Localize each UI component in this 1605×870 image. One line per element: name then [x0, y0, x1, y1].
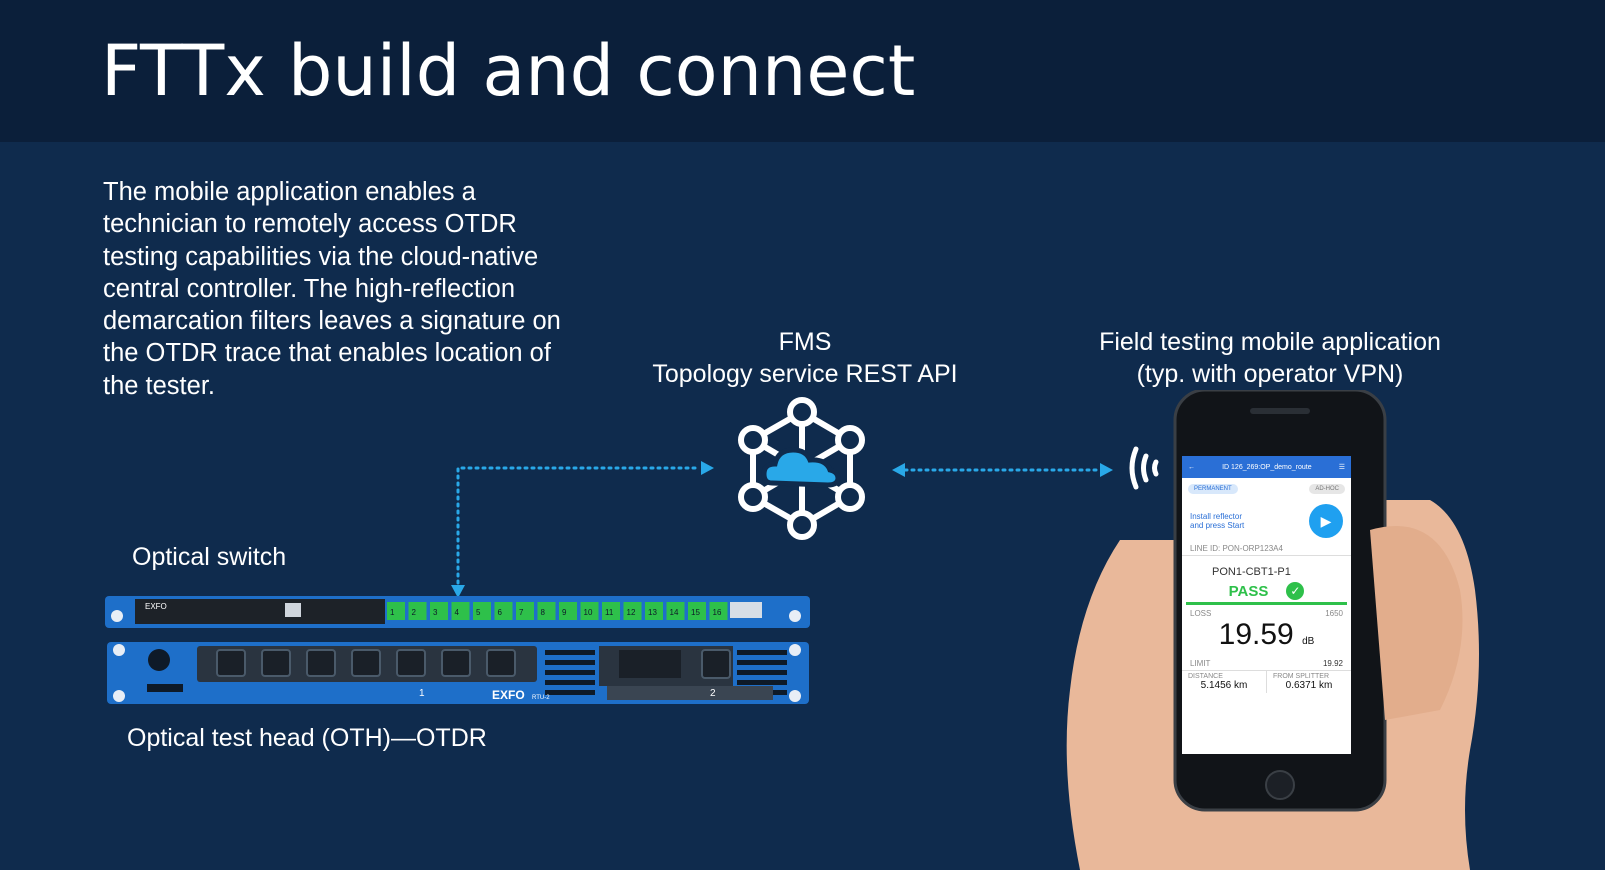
switch-port	[645, 602, 663, 620]
switch-port	[473, 602, 491, 620]
switch-port-label: 9	[562, 608, 567, 617]
instruction-line1: Install reflector	[1190, 512, 1243, 521]
switch-port	[430, 602, 448, 620]
switch-port	[494, 602, 513, 620]
start-play-button[interactable]: ▶	[1309, 504, 1343, 538]
distance-value: 5.1456 km	[1200, 680, 1248, 691]
wireless-signal-icon	[1129, 446, 1159, 490]
description-text: The mobile application enables a technic…	[103, 178, 561, 400]
header-bar	[0, 0, 1605, 142]
phone-screen: ← ID 126_269:OP_demo_route ☰ PERMANENT A…	[1182, 456, 1351, 754]
oth-brand: EXFO	[492, 688, 525, 702]
switch-port	[602, 602, 620, 620]
switch-port	[516, 602, 534, 620]
result-row: PASS ✓	[1186, 580, 1347, 605]
fms-label-line1: FMS	[778, 328, 832, 356]
arrow-right-icon	[701, 461, 714, 475]
instruction-text: Install reflector and press Start	[1190, 512, 1244, 530]
switch-port-label: 6	[498, 608, 503, 617]
switch-port-label: 7	[519, 608, 524, 617]
menu-icon[interactable]: ☰	[1338, 464, 1345, 471]
loss-value-display: 19.59 dB	[1182, 618, 1351, 659]
switch-port-label: 13	[648, 608, 657, 617]
switch-port-label: 8	[541, 608, 546, 617]
oth-slot-1: 1	[419, 688, 425, 699]
instruction-line2: and press Start	[1190, 521, 1245, 530]
switch-brand: EXFO	[145, 602, 167, 611]
loss-right-value: 1650	[1325, 609, 1343, 618]
page-title: FTTx build and connect	[101, 30, 916, 112]
loss-value: 19.59	[1218, 618, 1294, 651]
switch-port	[623, 602, 642, 620]
cloud-network-icon	[738, 397, 865, 540]
switch-port-label: 3	[433, 608, 438, 617]
arrow-left-icon	[892, 463, 905, 477]
loss-unit: dB	[1302, 636, 1315, 647]
limit-label: LIMIT	[1190, 659, 1211, 668]
switch-port	[666, 602, 685, 620]
switch-port	[408, 602, 427, 620]
switch-port-label: 5	[476, 608, 481, 617]
field-label-line1: Field testing mobile application	[1099, 328, 1441, 356]
oth-slot-2: 2	[710, 688, 716, 699]
switch-port	[537, 602, 556, 620]
fms-label: FMS Topology service REST API	[620, 326, 990, 390]
back-arrow-icon[interactable]: ←	[1188, 463, 1195, 471]
optical-switch-label: Optical switch	[132, 543, 287, 571]
from-splitter-value: 0.6371 km	[1285, 680, 1333, 691]
switch-to-fms-connector	[456, 466, 702, 592]
switch-port-label: 16	[713, 608, 722, 617]
switch-port-label: 11	[605, 608, 614, 617]
check-icon: ✓	[1286, 582, 1305, 600]
switch-port	[451, 602, 470, 620]
switch-port	[559, 602, 577, 620]
pon-name: PON1-CBT1-P1	[1212, 566, 1291, 578]
field-app-label: Field testing mobile application (typ. w…	[1060, 326, 1480, 390]
phone-home-button[interactable]	[1265, 770, 1295, 800]
distance-label: DISTANCE	[1188, 673, 1223, 680]
screen-header-title: ID 126_269:OP_demo_route	[1222, 463, 1312, 471]
loss-label: LOSS	[1190, 609, 1212, 618]
switch-port-label: 10	[584, 608, 593, 617]
switch-port-label: 2	[412, 608, 417, 617]
field-label-line2: (typ. with operator VPN)	[1136, 360, 1404, 388]
limit-value: 19.92	[1322, 659, 1343, 668]
distance-panel: DISTANCE 5.1456 km FROM SPLITTER 0.6371 …	[1182, 670, 1351, 693]
from-splitter-label: FROM SPLITTER	[1273, 673, 1330, 680]
switch-port	[580, 602, 599, 620]
switch-port	[709, 602, 728, 620]
switch-port-label: 1	[390, 608, 395, 617]
mode-permanent-toggle[interactable]: PERMANENT	[1188, 484, 1238, 494]
switch-port-label: 12	[627, 608, 636, 617]
screen-header: ← ID 126_269:OP_demo_route ☰	[1182, 456, 1351, 478]
switch-port-label: 15	[691, 608, 700, 617]
switch-port-label: 14	[670, 608, 679, 617]
switch-port-label: 4	[455, 608, 460, 617]
fms-label-line2: Topology service REST API	[652, 360, 958, 388]
result-status: PASS	[1228, 582, 1269, 600]
switch-port	[387, 602, 405, 620]
arrow-down-icon	[451, 585, 465, 598]
oth-label: Optical test head (OTH)—OTDR	[127, 724, 487, 752]
arrow-right-icon	[1100, 463, 1113, 477]
mode-adhoc-toggle[interactable]: AD-HOC	[1309, 484, 1345, 494]
oth-device: 1 2 EXFO RTU-2	[107, 642, 809, 704]
switch-port	[688, 602, 706, 620]
line-id: LINE ID: PON-ORP123A4	[1182, 542, 1351, 556]
oth-model: RTU-2	[532, 695, 550, 701]
